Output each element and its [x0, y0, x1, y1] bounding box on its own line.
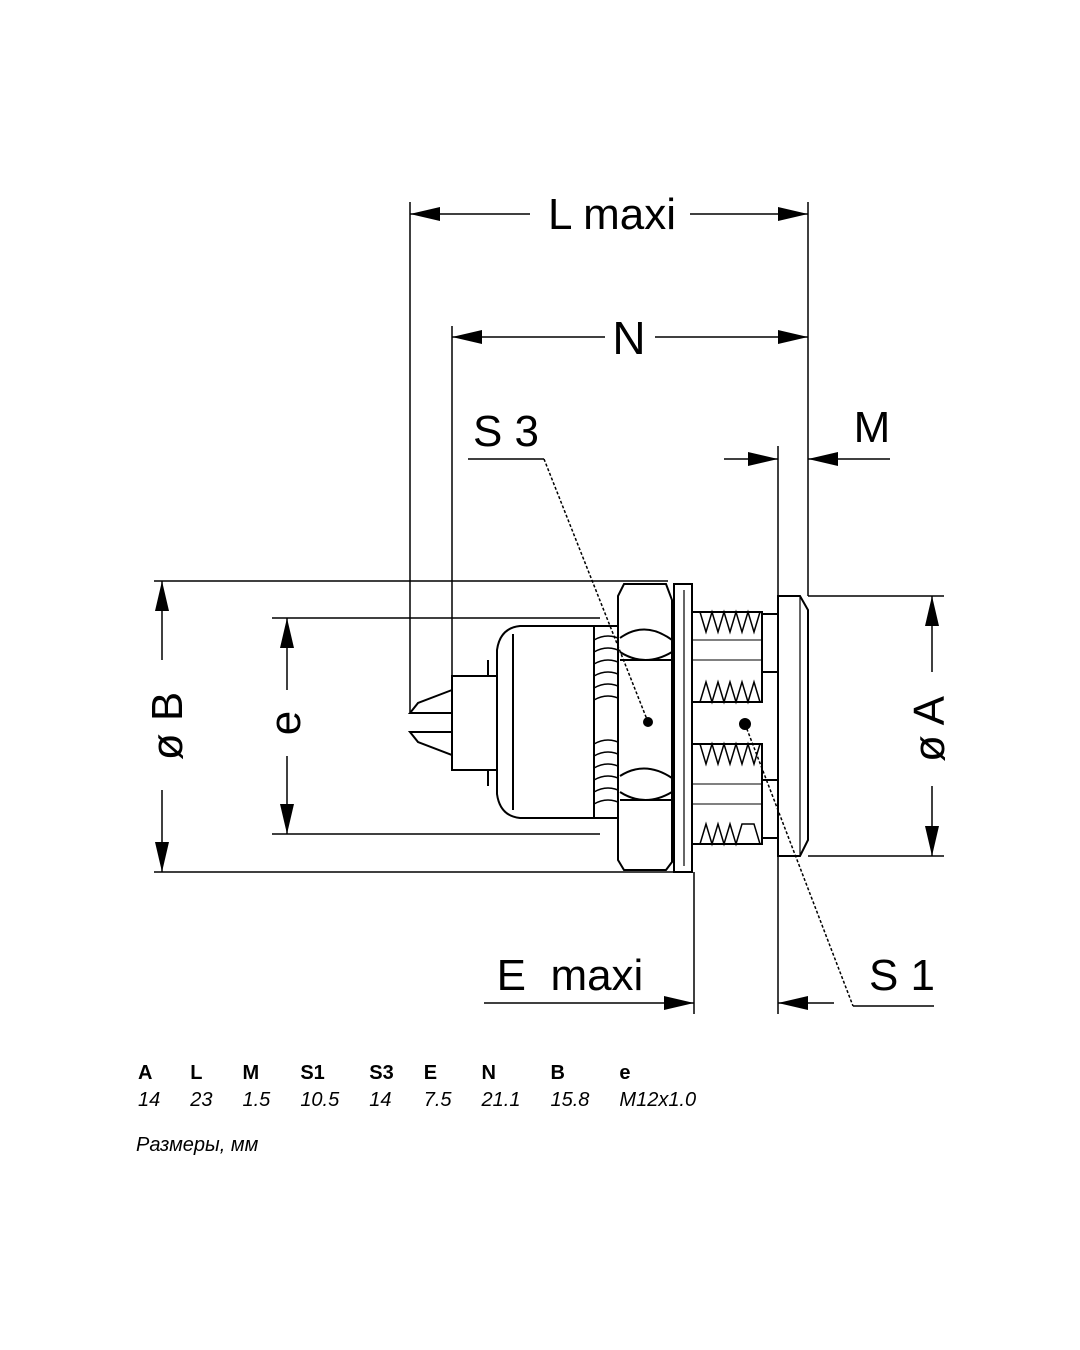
header-cell: A — [138, 1062, 153, 1084]
front-thread — [691, 609, 763, 847]
header-cell: E — [423, 1062, 438, 1084]
value-cell: 23 — [190, 1089, 213, 1111]
table-header-row: A L M S1 S3 E N B e — [134, 1060, 722, 1087]
label-E-maxi: E maxi — [497, 951, 644, 1000]
rear-insulator — [451, 675, 498, 771]
value-cell: 1.5 — [242, 1089, 271, 1111]
leader-S1 — [744, 723, 854, 1007]
header-cell: M — [242, 1062, 260, 1084]
dimension-lines — [154, 202, 944, 1014]
hex-nut — [617, 583, 673, 871]
header-cell: e — [619, 1062, 631, 1084]
value-cell: 14 — [138, 1089, 161, 1111]
header-cell: S1 — [300, 1062, 325, 1084]
dimension-labels: L maxi N S 3 M E maxi S 1 ø B e ø A — [143, 190, 954, 1000]
leader-S3 — [543, 458, 649, 723]
label-N: N — [612, 312, 645, 364]
header-cell: B — [550, 1062, 565, 1084]
value-cell: 21.1 — [481, 1089, 521, 1111]
label-S1: S 1 — [869, 951, 935, 1000]
table-value-row: 14 23 1.5 10.5 14 7.5 21.1 15.8 M12x1.0 — [134, 1087, 722, 1114]
solder-pins — [407, 688, 453, 757]
units-note: Размеры, мм — [136, 1134, 259, 1156]
value-cell: M12x1.0 — [619, 1089, 697, 1111]
dimensions-table: A L M S1 S3 E N B e 14 23 1.5 10.5 14 7.… — [134, 1060, 722, 1114]
connector-drawing: L maxi N S 3 M E maxi S 1 ø B e ø A — [143, 190, 954, 1014]
label-L-maxi: L maxi — [548, 190, 676, 239]
label-diameter-A: ø A — [905, 695, 954, 762]
value-cell: 10.5 — [300, 1089, 340, 1111]
label-M: M — [854, 403, 891, 452]
value-cell: 15.8 — [550, 1089, 590, 1111]
connector-body — [407, 583, 809, 873]
value-cell: 7.5 — [423, 1089, 452, 1111]
label-e: e — [261, 711, 310, 735]
label-diameter-B: ø B — [143, 692, 192, 760]
front-flange — [777, 595, 809, 857]
header-cell: L — [190, 1062, 203, 1084]
label-S3: S 3 — [473, 407, 539, 456]
panel-washer — [673, 583, 693, 873]
header-cell: S3 — [369, 1062, 394, 1084]
value-cell: 14 — [369, 1089, 392, 1111]
header-cell: N — [481, 1062, 496, 1084]
